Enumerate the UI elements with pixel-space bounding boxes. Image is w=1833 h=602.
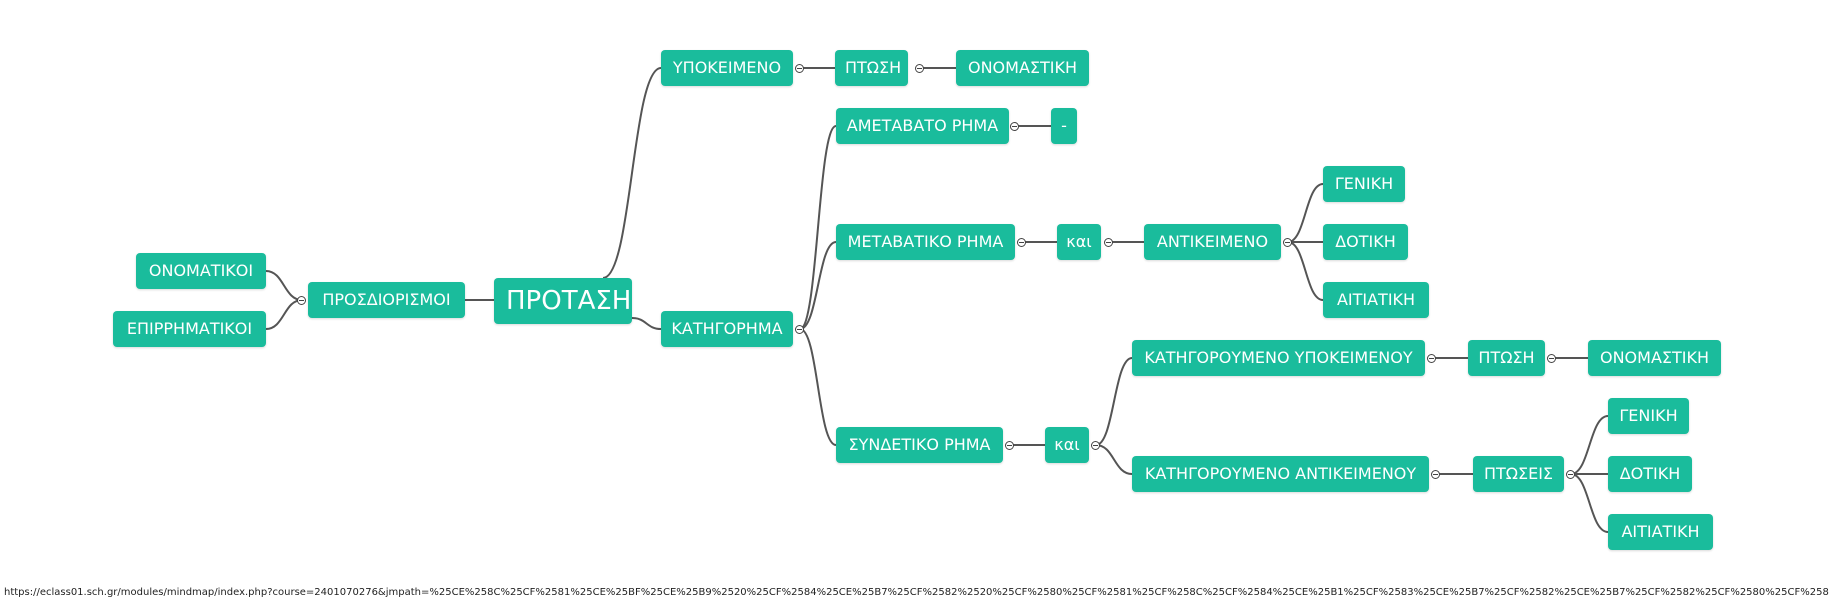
collapse-toggle-icon[interactable]	[1283, 238, 1292, 247]
node-onomastiki-1[interactable]: ΟΝΟΜΑΣΤΙΚΗ	[956, 50, 1089, 86]
connector-line	[1570, 415, 1609, 475]
node-antikeimeno[interactable]: ΑΝΤΙΚΕΙΜΕΝΟ	[1144, 224, 1281, 260]
collapse-toggle-icon[interactable]	[1566, 470, 1575, 479]
node-katigoroumeno-antikeimenou[interactable]: ΚΑΤΗΓΟΡΟΥΜΕΝΟ ΑΝΤΙΚΕΙΜΕΝΟΥ	[1132, 456, 1429, 492]
collapse-toggle-icon[interactable]	[795, 64, 804, 73]
collapse-toggle-icon[interactable]	[915, 64, 924, 73]
node-ptosi-2[interactable]: ΠΤΩΣΗ	[1468, 340, 1545, 376]
node-root-protasi[interactable]: ΠΡΟΤΑΣΗ	[494, 278, 632, 324]
node-geniki-2[interactable]: ΓΕΝΙΚΗ	[1608, 398, 1689, 434]
node-syndetiko-rima[interactable]: ΣΥΝΔΕΤΙΚΟ ΡΗΜΑ	[836, 427, 1003, 463]
connector-line	[265, 299, 303, 330]
collapse-toggle-icon[interactable]	[1005, 441, 1014, 450]
collapse-toggle-icon[interactable]	[1091, 441, 1100, 450]
connector-line	[631, 317, 662, 330]
connector-line	[602, 67, 662, 279]
connector-line	[1095, 444, 1133, 475]
node-epirrimatikoi[interactable]: ΕΠΙΡΡΗΜΑΤΙΚΟΙ	[113, 311, 266, 347]
collapse-toggle-icon[interactable]	[297, 296, 306, 305]
connector-line	[1287, 183, 1324, 243]
connector-line	[799, 241, 837, 330]
node-kai-2[interactable]: και	[1045, 427, 1089, 463]
node-katigorima[interactable]: ΚΑΤΗΓΟΡΗΜΑ	[661, 311, 793, 347]
connector-line	[1570, 473, 1609, 533]
connector-line	[799, 125, 837, 330]
status-bar-url: https://eclass01.sch.gr/modules/mindmap/…	[4, 587, 1829, 598]
connector-line	[799, 328, 837, 446]
node-dash[interactable]: -	[1051, 108, 1077, 144]
collapse-toggle-icon[interactable]	[1104, 238, 1113, 247]
node-ptoseis[interactable]: ΠΤΩΣΕΙΣ	[1473, 456, 1564, 492]
collapse-toggle-icon[interactable]	[1431, 470, 1440, 479]
collapse-toggle-icon[interactable]	[1010, 122, 1019, 131]
node-katigoroumeno-ypokeimenou[interactable]: ΚΑΤΗΓΟΡΟΥΜΕΝΟ ΥΠΟΚΕΙΜΕΝΟΥ	[1132, 340, 1425, 376]
node-dotiki-2[interactable]: ΔΟΤΙΚΗ	[1608, 456, 1692, 492]
node-geniki-1[interactable]: ΓΕΝΙΚΗ	[1323, 166, 1405, 202]
node-dotiki-1[interactable]: ΔΟΤΙΚΗ	[1323, 224, 1408, 260]
connector-line	[265, 270, 303, 301]
node-onomastiki-2[interactable]: ΟΝΟΜΑΣΤΙΚΗ	[1588, 340, 1721, 376]
node-metavatiko-rima[interactable]: ΜΕΤΑΒΑΤΙΚΟ ΡΗΜΑ	[836, 224, 1015, 260]
node-kai-1[interactable]: και	[1057, 224, 1101, 260]
node-aitiatiki-2[interactable]: ΑΙΤΙΑΤΙΚΗ	[1608, 514, 1713, 550]
connector-line	[1287, 241, 1324, 301]
node-ptosi-1[interactable]: ΠΤΩΣΗ	[835, 50, 908, 86]
collapse-toggle-icon[interactable]	[1017, 238, 1026, 247]
node-ypokeimeno[interactable]: ΥΠΟΚΕΙΜΕΝΟ	[661, 50, 793, 86]
node-ametavato-rima[interactable]: ΑΜΕΤΑΒΑΤΟ ΡΗΜΑ	[836, 108, 1009, 144]
connector-line	[1095, 357, 1133, 446]
collapse-toggle-icon[interactable]	[1547, 354, 1556, 363]
collapse-toggle-icon[interactable]	[795, 325, 804, 334]
node-aitiatiki-1[interactable]: ΑΙΤΙΑΤΙΚΗ	[1323, 282, 1429, 318]
collapse-toggle-icon[interactable]	[1427, 354, 1436, 363]
node-onomatikoi[interactable]: ΟΝΟΜΑΤΙΚΟΙ	[136, 253, 266, 289]
node-prosdiorismoi[interactable]: ΠΡΟΣΔΙΟΡΙΣΜΟΙ	[308, 282, 465, 318]
